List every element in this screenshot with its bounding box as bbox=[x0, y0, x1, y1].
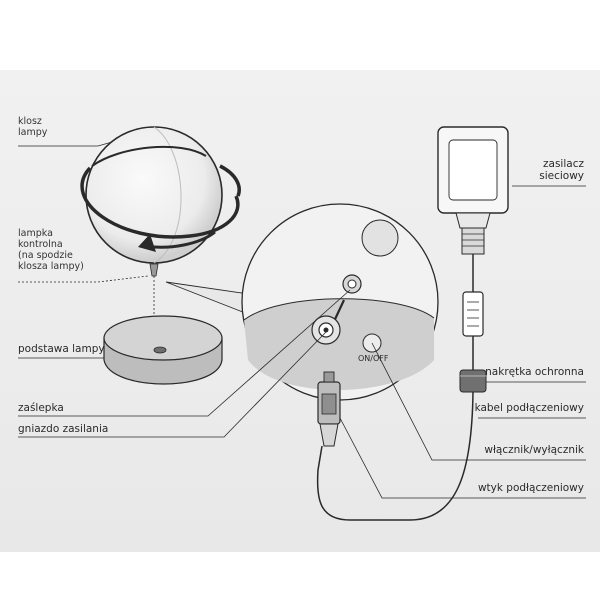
leader-wlacznik bbox=[371, 342, 586, 461]
leader-gniazdo bbox=[18, 331, 327, 438]
onoff-text: ON/OFF bbox=[358, 354, 389, 363]
label-gniazdo: gniazdo zasilania bbox=[18, 423, 109, 435]
power-plug bbox=[317, 371, 341, 447]
protective-nut bbox=[459, 369, 487, 393]
leader-zaslepka bbox=[18, 289, 351, 417]
power-adapter bbox=[437, 126, 509, 255]
label-wlacznik: włącznik/wyłącznik bbox=[484, 444, 584, 456]
lamp-shade bbox=[80, 126, 241, 264]
cable-connector bbox=[462, 291, 484, 337]
label-zasilacz: zasilacz sieciowy bbox=[539, 158, 584, 182]
power-socket bbox=[311, 315, 341, 345]
label-zaslepka: zaślepka bbox=[18, 402, 64, 414]
label-klosz: klosz lampy bbox=[18, 116, 48, 138]
cable-loop bbox=[316, 336, 474, 521]
label-lampka: lampka kontrolna (na spodzie klosza lamp… bbox=[18, 228, 84, 272]
label-wtyk: wtyk podłączeniowy bbox=[477, 482, 584, 494]
leader-wtyk bbox=[339, 417, 586, 499]
lamp-base bbox=[103, 315, 223, 385]
label-podstawa: podstawa lampy bbox=[18, 343, 105, 355]
label-nakretka: nakrętka ochronna bbox=[485, 366, 584, 378]
leader-lampka bbox=[18, 275, 149, 283]
detail-circle bbox=[241, 203, 439, 401]
leader-klosz bbox=[18, 141, 113, 147]
label-kabel: kabel podłączeniowy bbox=[474, 402, 584, 414]
